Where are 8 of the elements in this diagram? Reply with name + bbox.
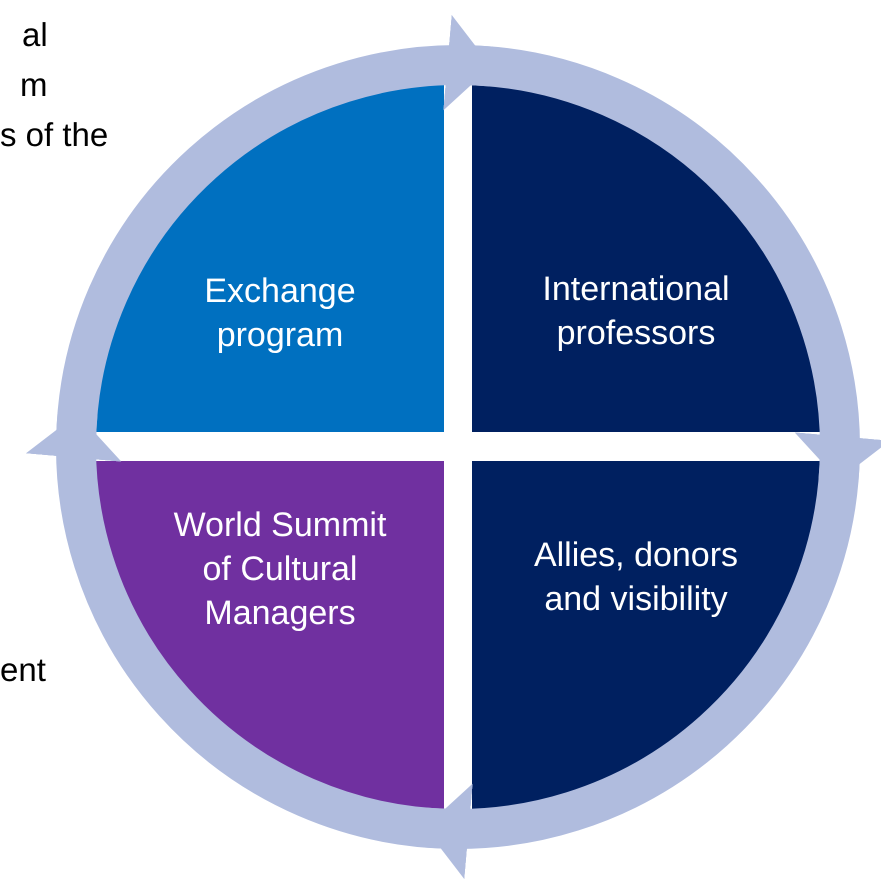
note-text: m [20, 65, 48, 105]
segment-label: Allies, donors and visibility [532, 535, 740, 620]
note-text: s of the [0, 115, 108, 155]
segment-label: International professors [541, 269, 731, 354]
segment-label: World Summit of Cultural Managers [172, 505, 388, 634]
note-text: ent [0, 650, 46, 690]
note-text: al [22, 15, 48, 55]
segment-label: Exchange program [203, 271, 357, 356]
